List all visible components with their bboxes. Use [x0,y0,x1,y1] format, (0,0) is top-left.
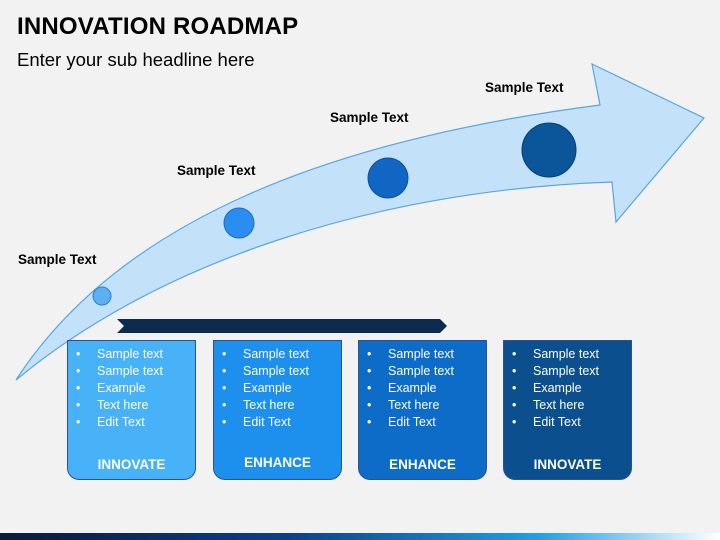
list-item: •Sample text [222,347,310,361]
list-item: •Sample text [367,364,455,378]
list-item: •Text here [222,398,295,412]
list-item: •Text here [512,398,585,412]
list-item: •Sample text [222,364,310,378]
stage-box-1: •Sample text •Sample text •Example •Text… [67,340,196,480]
list-item: •Example [512,381,582,395]
milestone-label-3: Sample Text [330,110,409,125]
milestone-circle-4 [521,122,577,178]
milestone-circle-3 [367,157,409,199]
milestone-label-4: Sample Text [485,80,564,95]
milestone-circle-2 [223,207,255,239]
stage-list: •Sample text •Sample text •Example •Text… [76,346,163,431]
stage-list: •Sample text •Sample text •Example •Text… [367,346,454,431]
page-subtitle: Enter your sub headline here [17,49,255,70]
list-item: •Sample text [76,364,164,378]
list-item: •Text here [76,398,149,412]
stage-box-4: •Sample text •Sample text •Example •Text… [503,340,632,480]
list-item: •Sample text [76,347,164,361]
list-item: •Edit Text [512,415,581,429]
list-item: •Edit Text [367,415,436,429]
footer-gradient-bar [0,533,720,540]
stage-footer: INNOVATE [533,457,602,472]
milestone-label-2: Sample Text [177,163,256,178]
stage-box-2: •Sample text •Sample text •Example •Text… [213,340,342,480]
milestone-circle-1 [92,286,112,306]
list-item: •Example [367,381,437,395]
list-item: •Example [222,381,292,395]
list-item: •Edit Text [222,415,291,429]
stage-footer: ENHANCE [389,457,456,472]
list-item: •Example [76,381,146,395]
milestone-label-1: Sample Text [18,252,97,267]
stage-footer: INNOVATE [97,457,166,472]
list-item: •Text here [367,398,440,412]
timeline-bar [117,319,447,333]
list-item: •Sample text [512,347,600,361]
list-item: •Sample text [512,364,600,378]
stage-list: •Sample text •Sample text •Example •Text… [222,346,309,431]
page-title: INNOVATION ROADMAP [17,13,299,40]
list-item: •Sample text [367,347,455,361]
stage-list: •Sample text •Sample text •Example •Text… [512,346,599,431]
list-item: •Edit Text [76,415,145,429]
stage-box-3: •Sample text •Sample text •Example •Text… [358,340,487,480]
stage-footer: ENHANCE [244,455,311,470]
